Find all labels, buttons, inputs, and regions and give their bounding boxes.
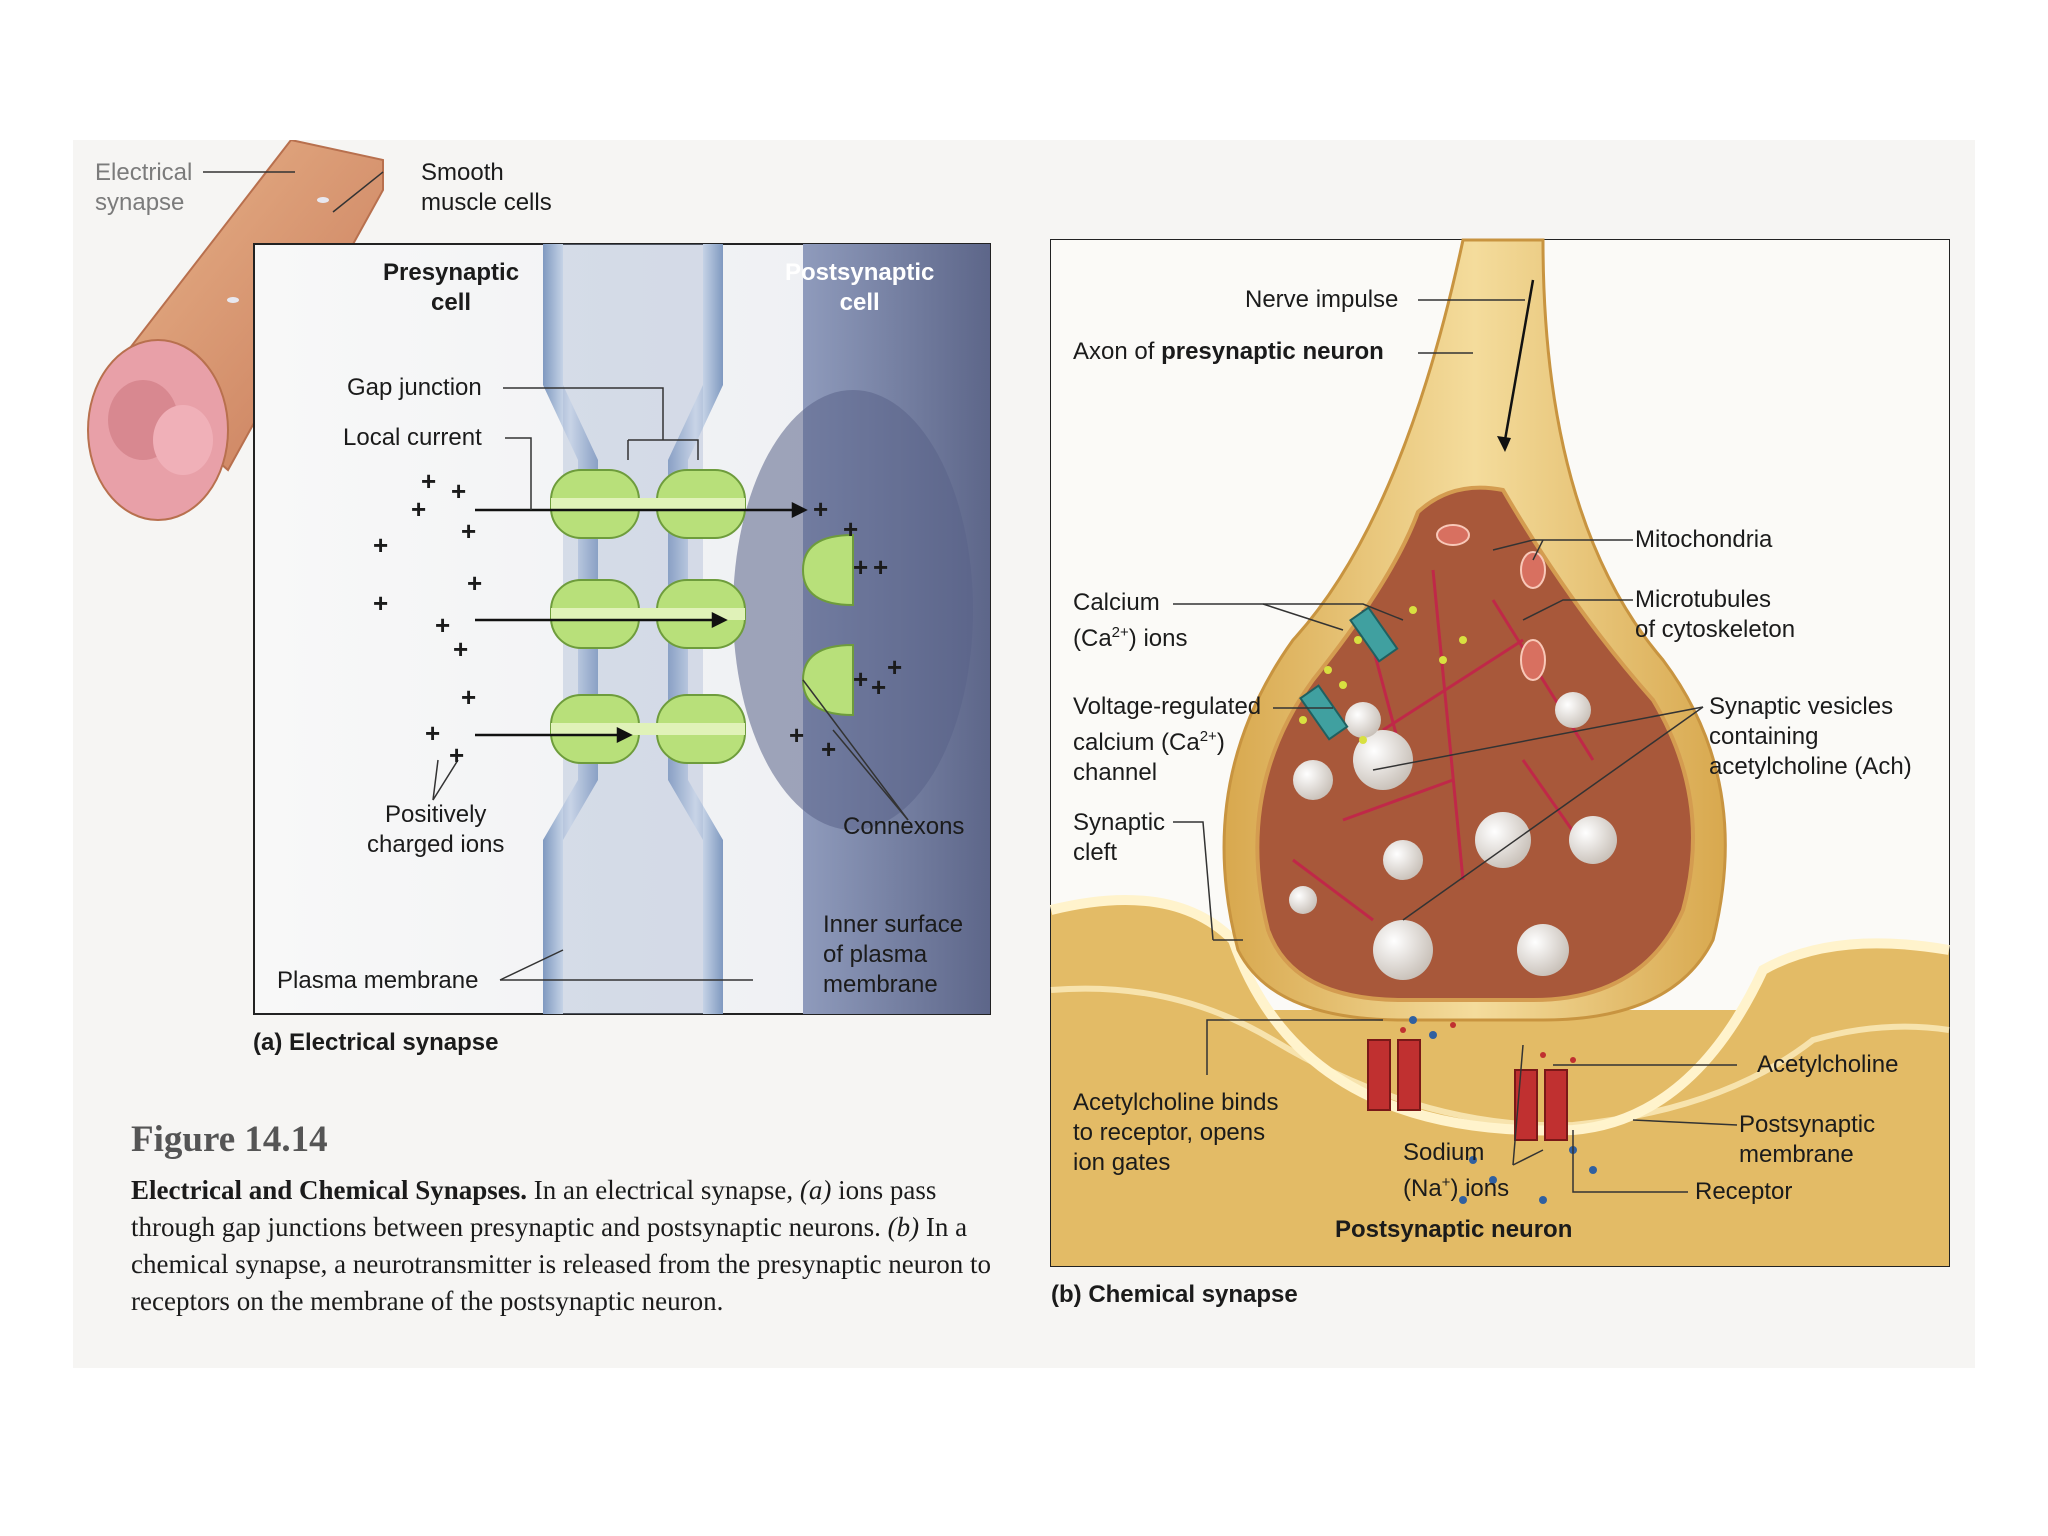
plus-sign: +	[451, 476, 467, 506]
smooth-muscle-label: Smooth muscle cells	[421, 159, 552, 216]
smooth-muscle-cylinder	[87, 140, 424, 521]
plus-sign: +	[871, 672, 887, 702]
postsynaptic-neuron-label: Postsynaptic neuron	[1335, 1216, 1573, 1243]
plus-sign: +	[461, 682, 477, 712]
chemical-synapse-diagram	[1049, 238, 1950, 1267]
positively-charged-ions-label: Positively charged ions	[367, 801, 505, 858]
inner-surface-label: Inner surface of plasma membrane	[823, 911, 964, 998]
plus-sign: +	[853, 664, 869, 694]
plasma-membrane-label: Plasma membrane	[277, 967, 479, 994]
gap-junction-diagram	[253, 243, 991, 1015]
connexons-label: Connexons	[843, 813, 965, 840]
presynaptic-cell-label: Presynaptic cell	[383, 259, 520, 316]
plus-sign: +	[461, 516, 477, 546]
acetylcholine-binds-label: Acetylcholine binds to receptor, opens i…	[1073, 1089, 1279, 1176]
plus-sign: +	[467, 568, 483, 598]
textbook-page: Electrical synapse Smooth muscle cells P…	[73, 140, 1975, 1368]
axon-label: Axon of presynaptic neuron	[1073, 338, 1384, 365]
plus-sign: +	[887, 652, 903, 682]
nerve-impulse-label: Nerve impulse	[1245, 286, 1399, 313]
chemical-synapse-caption: (b) Chemical synapse	[1051, 1281, 1298, 1308]
plus-sign: +	[411, 494, 427, 524]
synaptic-cleft-label: Synaptic cleft	[1073, 809, 1166, 866]
acetylcholine-label: Acetylcholine	[1757, 1051, 1899, 1078]
figure-title: Figure 14.14	[131, 1119, 328, 1160]
electrical-synapse-caption: (a) Electrical synapse	[253, 1029, 499, 1056]
microtubules-label: Microtubules of cytoskeleton	[1635, 586, 1796, 643]
mitochondria-label: Mitochondria	[1635, 526, 1773, 553]
plus-sign: +	[373, 588, 389, 618]
smooth-muscle-leader	[332, 171, 384, 213]
postsynaptic-membrane-label: Postsynaptic membrane	[1739, 1111, 1876, 1168]
plus-sign: +	[435, 610, 451, 640]
plus-sign: +	[425, 718, 441, 748]
plus-sign: +	[373, 530, 389, 560]
plus-sign: +	[821, 734, 837, 764]
plus-sign: +	[421, 466, 437, 496]
plus-sign: +	[853, 552, 869, 582]
plus-sign: +	[873, 552, 889, 582]
sodium-ions-label: Sodium(Na+) ions	[1403, 1139, 1510, 1202]
gap-junction-label: Gap junction	[347, 374, 482, 401]
plus-sign: +	[813, 494, 829, 524]
local-current-label: Local current	[343, 424, 482, 451]
plus-sign: +	[789, 720, 805, 750]
figure-illustration	[87, 140, 1950, 1267]
receptor-label: Receptor	[1695, 1178, 1793, 1205]
figure-caption: Electrical and Chemical Synapses. In an …	[131, 1175, 991, 1316]
postsynaptic-cell-label: Postsynaptic cell	[785, 259, 935, 316]
plus-sign: +	[449, 740, 465, 770]
calcium-ions-label: Calcium(Ca2+) ions	[1073, 589, 1188, 652]
plus-sign: +	[843, 514, 859, 544]
electrical-synapse-muscle-label: Electrical synapse	[95, 159, 193, 216]
plus-sign: +	[453, 634, 469, 664]
synaptic-vesicles-label: Synaptic vesicles containing acetylcholi…	[1709, 693, 1912, 780]
